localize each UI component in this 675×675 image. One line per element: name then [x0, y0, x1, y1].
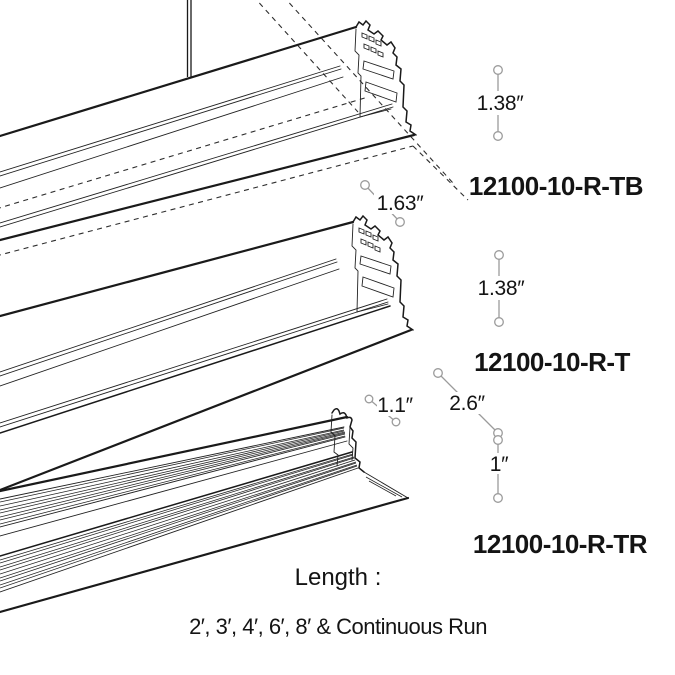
model-label-tb: 12100-10-R-TB: [469, 171, 643, 201]
model-label-t: 12100-10-R-T: [474, 347, 630, 377]
dimension-tr-width: 2.6″: [433, 368, 503, 438]
fixture-t-drawing: [0, 215, 414, 492]
dim-label-t-width: 1.63″: [377, 192, 425, 215]
dimension-t-height: 1.38″: [477, 250, 526, 327]
fixture-tb-drawing: [0, 0, 469, 256]
fixture-tr-drawing: [0, 407, 410, 614]
dimension-t-width: 1.63″: [360, 180, 426, 227]
dim-label-tb-height: 1.38″: [477, 92, 525, 115]
dimension-tb-height: 1.38″: [476, 65, 525, 141]
back-flange-ribs: [0, 426, 346, 528]
front-flange-ribs: [0, 451, 359, 593]
dimension-tr-height: 1″: [486, 435, 512, 503]
tr-endcap-detail: [330, 407, 365, 473]
length-heading: Length :: [295, 564, 382, 591]
model-label-tr: 12100-10-R-TR: [473, 529, 648, 559]
dim-label-t-height: 1.38″: [478, 277, 526, 300]
dim-label-tr-width: 2.6″: [449, 392, 485, 415]
dimension-tr-lip: 1.1″: [364, 394, 414, 427]
dim-label-tr-height: 1″: [490, 453, 509, 476]
ceiling-plane-dashed-lines: [0, 0, 469, 256]
dim-label-tr-lip: 1.1″: [377, 394, 413, 417]
length-options: 2′, 3′, 4′, 6′, 8′ & Continuous Run: [189, 614, 487, 639]
